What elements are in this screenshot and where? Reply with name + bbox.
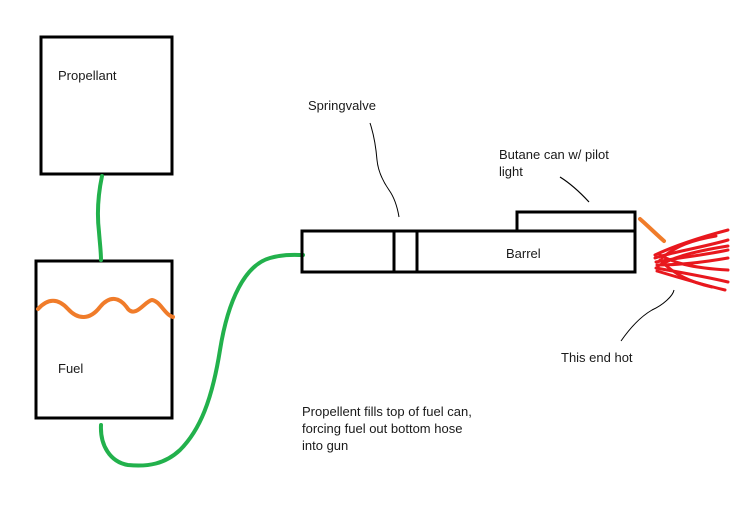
butane-can	[515, 210, 637, 233]
flame-stroke	[660, 234, 718, 260]
explanation-note: Propellent fills top of fuel can, forcin…	[302, 404, 472, 453]
butane-leader	[559, 176, 590, 203]
flame-stroke	[656, 244, 730, 268]
hot-end-label: This end hot	[561, 350, 633, 365]
fuel-tank	[34, 259, 174, 420]
hot-end-leader	[620, 289, 675, 342]
pilot-light-line	[638, 217, 666, 243]
fuel-surface-wave	[36, 297, 175, 319]
butane-can-label: Butane can w/ pilot light	[499, 147, 609, 179]
propellant-label: Propellant	[58, 68, 117, 83]
barrel-label: Barrel	[506, 246, 541, 261]
propellant-tank	[39, 35, 174, 176]
fuel-label: Fuel	[58, 361, 84, 376]
springvalve-label: Springvalve	[308, 98, 376, 113]
fuel-hose	[98, 252, 305, 468]
flames	[653, 228, 730, 292]
flame-stroke	[654, 266, 730, 284]
springvalve-leader	[369, 122, 400, 218]
flame-stroke	[658, 253, 730, 272]
barrel-tube	[300, 229, 637, 274]
propellant-hose	[96, 174, 104, 262]
